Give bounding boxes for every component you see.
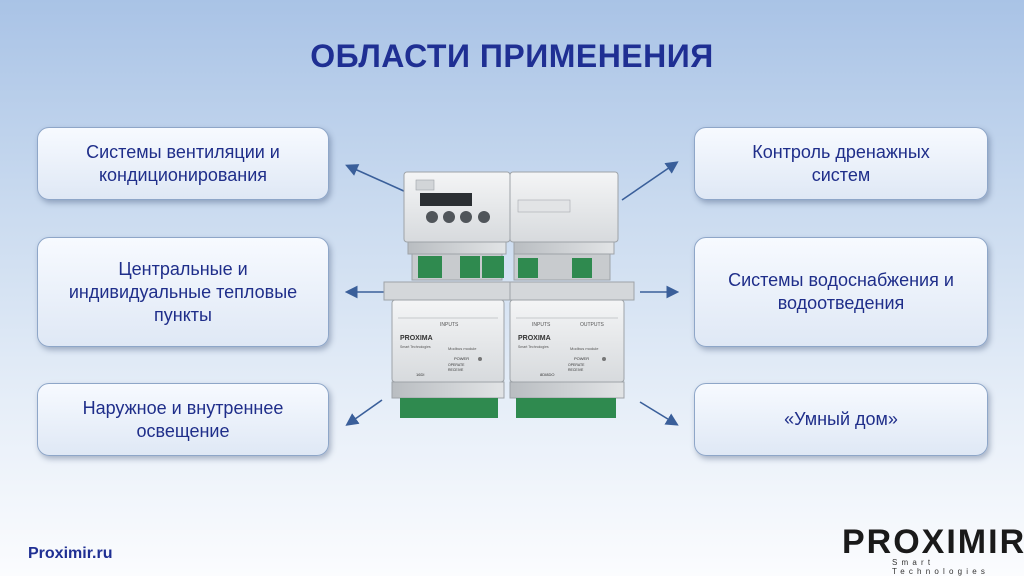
terminal-block [516, 398, 616, 418]
terminal-block [400, 398, 498, 418]
connector-arrows [344, 161, 680, 426]
model-label: 8DI8DO [540, 372, 554, 377]
card-drainage: Контроль дренажных систем [694, 127, 988, 200]
arrow-to-smart-home [639, 401, 679, 426]
led-icon [602, 357, 606, 361]
power-label: POWER [454, 356, 469, 361]
card-label: Наружное и внутреннее освещение [82, 397, 284, 441]
card-water-supply: Системы водоснабжения и водоотведения [694, 237, 988, 347]
brand-label: PROXIMA [400, 335, 433, 342]
power-label: POWER [574, 356, 589, 361]
card-lighting: Наружное и внутреннее освещение [37, 383, 329, 456]
button-icon [443, 211, 455, 223]
terminal-blocks-middle [418, 256, 592, 278]
receive-label: RECEIVE [448, 368, 464, 372]
tagline-label: Smart Technologies [518, 345, 549, 349]
card-label: «Умный дом» [784, 409, 898, 429]
card-ventilation: Системы вентиляции и кондиционирования [37, 127, 329, 200]
button-icon [460, 211, 472, 223]
inputs-label: INPUTS [532, 322, 551, 328]
card-label: Системы водоснабжения и водоотведения [728, 270, 954, 313]
button-icon [478, 211, 490, 223]
operate-label: OPERATE [568, 363, 585, 367]
operate-label: OPERATE [448, 363, 465, 367]
outputs-label: OUTPUTS [580, 322, 605, 328]
card-label: Системы вентиляции и кондиционирования [86, 141, 280, 185]
modbus-label: Modbus module [570, 346, 599, 351]
page-title: ОБЛАСТИ ПРИМЕНЕНИЯ [310, 38, 714, 74]
card-heating-points: Центральные и индивидуальные тепловые пу… [37, 237, 329, 347]
modbus-label: Modbus module [448, 346, 477, 351]
tagline-label: Smart Technologies [400, 345, 431, 349]
arrow-to-ventilation [345, 164, 407, 193]
module-front-left: INPUTS PROXIMA Smart Technologies Modbus… [383, 281, 511, 418]
model-label: 16DI [416, 372, 424, 377]
website-link[interactable]: Proximir.ru [28, 545, 113, 562]
lcd-display [420, 193, 472, 206]
button-icon [426, 211, 438, 223]
inputs-label: INPUTS [440, 322, 459, 328]
brand-logo: PROXIMIR Smart Technologies [842, 523, 1024, 576]
card-label: Центральные и индивидуальные тепловые пу… [68, 258, 298, 325]
led-icon [478, 357, 482, 361]
arrow-to-drainage [621, 161, 679, 201]
logo-tagline: Smart Technologies [892, 558, 990, 576]
card-label: Контроль дренажных систем [752, 141, 930, 185]
receive-label: RECEIVE [568, 368, 584, 372]
arrow-to-lighting [345, 399, 383, 426]
brand-label: PROXIMA [518, 335, 551, 342]
card-smart-home: «Умный дом» [694, 383, 988, 456]
logo-text: PROXIMIR [842, 523, 1024, 561]
module-front-right: INPUTS OUTPUTS PROXIMA Smart Technologie… [509, 281, 635, 418]
